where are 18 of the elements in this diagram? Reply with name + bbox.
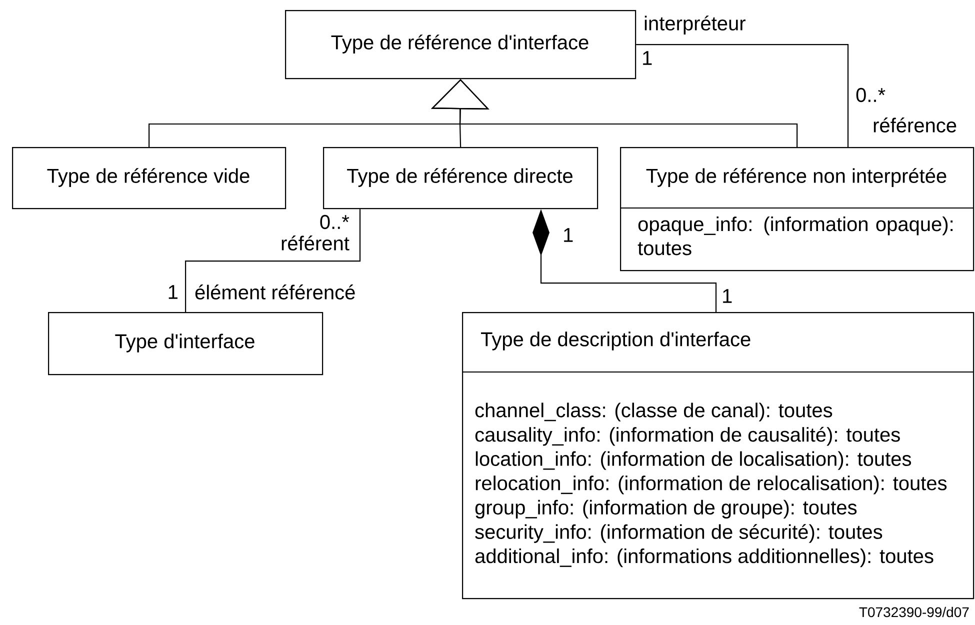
multiplicity-label: 1	[168, 285, 178, 299]
association-line	[636, 44, 849, 147]
generalization-arrow	[431, 79, 798, 147]
multiplicity-label: 0..*	[856, 88, 886, 102]
multiplicity-label: 1	[564, 228, 573, 242]
role-name: référent	[282, 236, 350, 250]
role-name: interpréteur	[644, 16, 746, 34]
multiplicity-label: 0..*	[320, 214, 350, 230]
role-name: élément référencé	[195, 284, 355, 300]
class-box: Type de référence d'interface	[285, 10, 636, 80]
class-box: Type de description d'interface channel_class: (classe de canal): toutes causality_info: (information de causalité): toutes location_info: (information de localisation): toutes relocation_info: (information de relocalisation): toutes group_info: (information de groupe): toutes security_info: (information de sécurité): toutes additional_info: (informations additionnelles): toutes	[462, 312, 974, 600]
class-box: Type de référence vide	[12, 147, 286, 210]
multiplicity-label: 1	[643, 51, 652, 65]
class-box: Type de référence directe	[323, 147, 598, 210]
class-box: Type de référence non interprétée opaque_info: (information opaque): toutes	[620, 147, 974, 272]
association-line	[185, 209, 361, 312]
class-box: Type d'interface	[48, 312, 324, 376]
multiplicity-label: 1	[723, 289, 732, 303]
